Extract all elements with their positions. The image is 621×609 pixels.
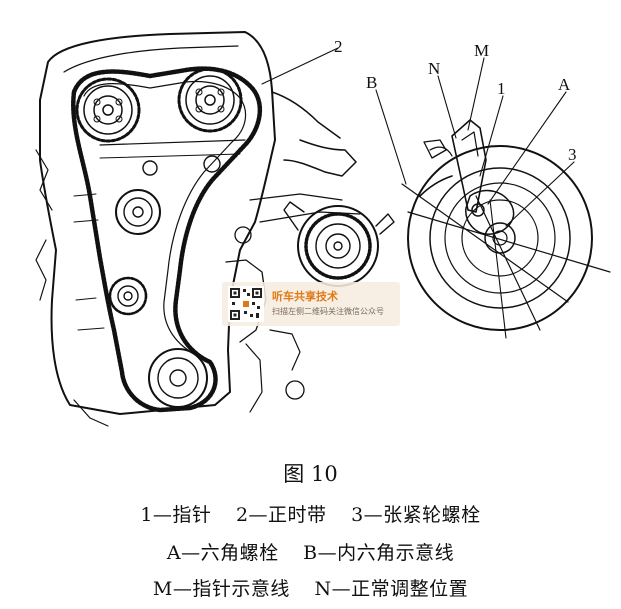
camshaft-sprocket-right — [177, 67, 243, 133]
timing-belt-diagram: 2 B N M 1 A 3 — [35, 31, 611, 427]
figure-number: 图 10 — [283, 462, 338, 486]
crankshaft-sprocket — [148, 348, 208, 408]
qr-code-icon — [228, 286, 264, 322]
legend-item-timing-belt: 2—正时带 — [235, 504, 327, 526]
legend-item-hex-bolt: A—六角螺栓 — [166, 542, 279, 564]
legend-item-tensioner-bolt: 3—张紧轮螺栓 — [351, 504, 481, 526]
callout-a: A — [558, 75, 571, 94]
callout-1: 1 — [497, 79, 506, 98]
legend-line-3: M—指针示意线 N—正常调整位置 — [0, 574, 621, 601]
callout-n: N — [428, 59, 440, 78]
alternator — [283, 201, 395, 287]
timing-belt — [71, 66, 262, 413]
idler-pulley — [115, 189, 161, 235]
tensioner-detail — [401, 119, 611, 339]
legend-line-2: A—六角螺栓 B—内六角示意线 — [0, 538, 621, 565]
tensioner-pulley — [108, 276, 148, 316]
legend-item-hex-socket-line: B—内六角示意线 — [303, 542, 455, 564]
camshaft-sprocket-left — [75, 77, 141, 143]
engine-illustration — [35, 31, 361, 427]
callout-3: 3 — [568, 145, 577, 164]
legend-item-pointer-line: M—指针示意线 — [152, 578, 290, 600]
callout-b: B — [366, 73, 377, 92]
callout-m: M — [474, 41, 489, 60]
legend-line-1: 1—指针 2—正时带 3—张紧轮螺栓 — [0, 500, 621, 527]
watermark: 听车共享技术 扫描左侧二维码关注微信公众号 — [222, 282, 400, 326]
callout-2: 2 — [334, 37, 343, 56]
watermark-title: 听车共享技术 — [272, 290, 338, 303]
watermark-subtitle: 扫描左侧二维码关注微信公众号 — [272, 307, 384, 316]
legend-item-pointer: 1—指针 — [140, 504, 212, 526]
legend-item-normal-position: N—正常调整位置 — [314, 578, 469, 600]
leader-line-2 — [261, 47, 339, 85]
